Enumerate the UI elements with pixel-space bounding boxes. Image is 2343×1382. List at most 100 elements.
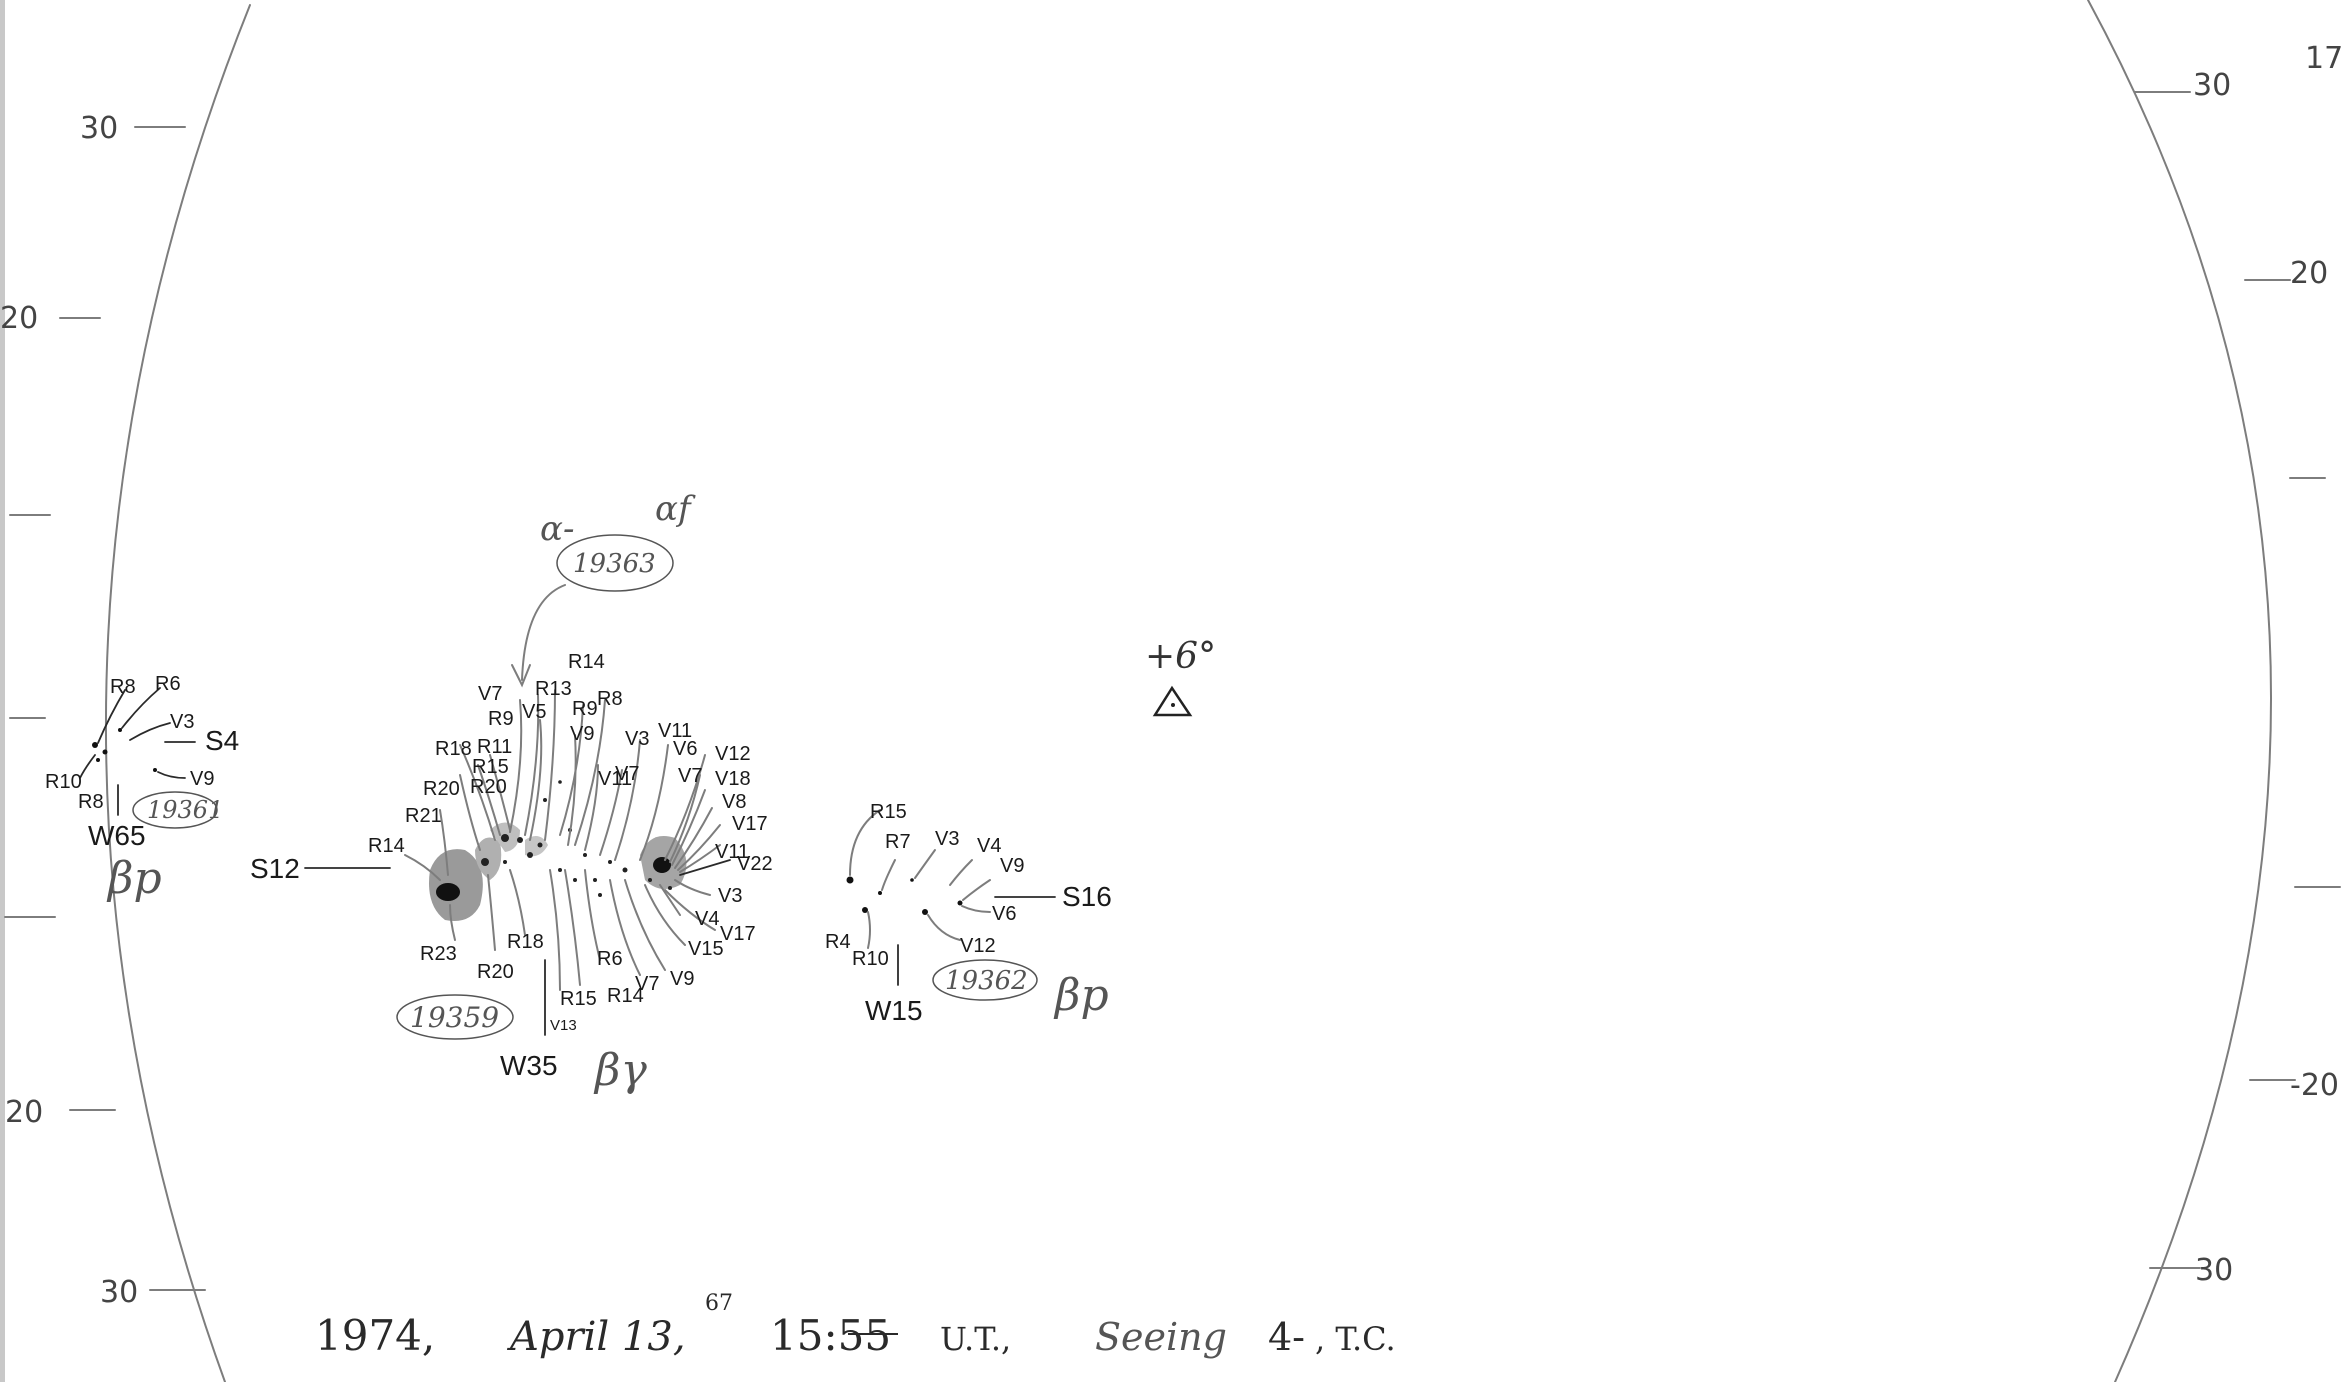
- caption-ut: U.T.,: [940, 1320, 1011, 1358]
- label-r13: R13: [535, 678, 572, 700]
- label-v13: V13: [550, 1017, 577, 1034]
- class-19363-f: αf: [655, 489, 696, 529]
- position-w35: W35: [500, 1050, 558, 1081]
- umbra-leader: [436, 883, 460, 901]
- group-19362: R15 R7 V3 V4 V9 S16 V6 V12 R4 R10 19362 …: [825, 801, 1112, 1026]
- label-v18: V18: [715, 768, 751, 790]
- solar-limb-right: [2087, 0, 2272, 1382]
- label-v7-b: V7: [615, 763, 639, 785]
- label-v8: V8: [722, 791, 746, 813]
- class-19361: βp: [106, 853, 162, 904]
- label-v17-b: V17: [720, 923, 756, 945]
- label-r14: R14: [568, 651, 605, 673]
- penumbra-leader: [429, 849, 483, 921]
- label-r6: R6: [155, 673, 181, 695]
- solar-limb-left: [104, 4, 251, 1382]
- class-19362: βp: [1053, 970, 1109, 1021]
- umbra-follower: [653, 857, 671, 873]
- label-r20-b: R20: [470, 776, 507, 798]
- label-r8: R8: [597, 688, 623, 710]
- label-r21: R21: [405, 805, 442, 827]
- group-number-19362: 19362: [945, 966, 1028, 996]
- caption-seeing-word: Seeing: [1095, 1315, 1227, 1359]
- arrow-19363: [521, 584, 566, 681]
- caption-time: 15:55: [770, 1311, 891, 1360]
- group-number-19361: 19361: [147, 796, 223, 824]
- label-v4: V4: [695, 908, 719, 930]
- label-r10: R10: [852, 948, 889, 970]
- label-v5: V5: [522, 701, 546, 723]
- label-v9: V9: [570, 723, 594, 745]
- label-v3: V3: [170, 711, 194, 733]
- label-r18-b: R18: [507, 931, 544, 953]
- label-v22: V22: [737, 853, 773, 875]
- position-w65: W65: [88, 820, 146, 851]
- caption-year: 1974,: [315, 1311, 435, 1360]
- group-number-oval-19359: [396, 994, 514, 1040]
- label-v6: V6: [673, 738, 697, 760]
- scale-label-20-bottom-right: -20: [2290, 1068, 2339, 1103]
- caption-date: April 13,: [506, 1314, 686, 1360]
- label-v3: V3: [935, 828, 959, 850]
- label-v3: V3: [625, 728, 649, 750]
- label-r15: R15: [472, 756, 509, 778]
- caption-observer: , T.C.: [1315, 1320, 1396, 1358]
- label-s4: S4: [205, 725, 239, 756]
- scale-label-20-top: 20: [0, 301, 38, 336]
- caption: 1974, April 13, 67 15:55 U.T., Seeing 4-…: [315, 1291, 1396, 1360]
- plage-marker: +6°: [1145, 636, 1216, 717]
- label-v7-c: V7: [678, 765, 702, 787]
- latitude-scale-right: 30 20 -20 30 17: [2134, 41, 2343, 1288]
- label-v7: V7: [478, 683, 502, 705]
- label-r23: R23: [420, 943, 457, 965]
- label-r6: R6: [597, 948, 623, 970]
- group-19363: α- αf 19363: [511, 489, 696, 688]
- label-s12: S12: [250, 853, 300, 884]
- label-v11-b: V11: [658, 720, 692, 742]
- label-r14-b: R14: [607, 985, 644, 1007]
- group-number-oval-19361: [132, 791, 218, 829]
- scale-label-30-bottom: 30: [100, 1275, 138, 1310]
- label-r15-b: R15: [560, 988, 597, 1010]
- latitude-scale-left: 30 20 20 30: [0, 111, 206, 1310]
- label-r15: R15: [870, 801, 907, 823]
- page-number: 17: [2305, 41, 2343, 76]
- label-v3-b: V3: [718, 885, 742, 907]
- label-s16: S16: [1062, 881, 1112, 912]
- class-19363-p: α-: [540, 509, 574, 549]
- label-v12: V12: [960, 935, 996, 957]
- label-r9-b: R9: [572, 698, 598, 720]
- label-v4: V4: [977, 835, 1001, 857]
- group-number-19363: 19363: [573, 549, 656, 579]
- label-r20-c: R20: [477, 961, 514, 983]
- scale-label-20-top-right: 20: [2290, 256, 2328, 291]
- label-r8: R8: [110, 676, 136, 698]
- group-number-oval-19362: [932, 959, 1038, 1001]
- label-v9: V9: [190, 768, 214, 790]
- class-19359: βγ: [593, 1045, 647, 1096]
- label-v11-c: V11: [715, 841, 749, 863]
- position-w15: W15: [865, 995, 923, 1026]
- group-19359: V7 R13 R14 R9 V5 R9 R8 V9 R18 R11 R15 R2…: [250, 651, 773, 1096]
- plage-latitude: +6°: [1145, 636, 1216, 677]
- label-r10: R10: [45, 771, 82, 793]
- label-v9: V9: [1000, 855, 1024, 877]
- caption-seeing-value: 4-: [1268, 1315, 1305, 1359]
- scale-label-30-top: 30: [80, 111, 118, 146]
- label-r7: R7: [885, 831, 911, 853]
- label-r20: R20: [423, 778, 460, 800]
- group-number-19359: 19359: [410, 1001, 499, 1034]
- caption-fraction: 67: [705, 1291, 733, 1316]
- label-r18: R18: [435, 738, 472, 760]
- label-v12: V12: [715, 743, 751, 765]
- label-r9: R9: [488, 708, 514, 730]
- scale-label-20-bottom: 20: [5, 1095, 43, 1130]
- group-19361: R8 R6 V3 S4 V9 R10 R8 19361 W65 βp: [45, 673, 239, 904]
- scale-label-30-bottom-right: 30: [2195, 1253, 2233, 1288]
- label-v11: V11: [598, 768, 632, 790]
- label-r4: R4: [825, 931, 851, 953]
- label-v6: V6: [992, 903, 1016, 925]
- label-v7-d: V7: [635, 973, 659, 995]
- label-v9-b: V9: [670, 968, 694, 990]
